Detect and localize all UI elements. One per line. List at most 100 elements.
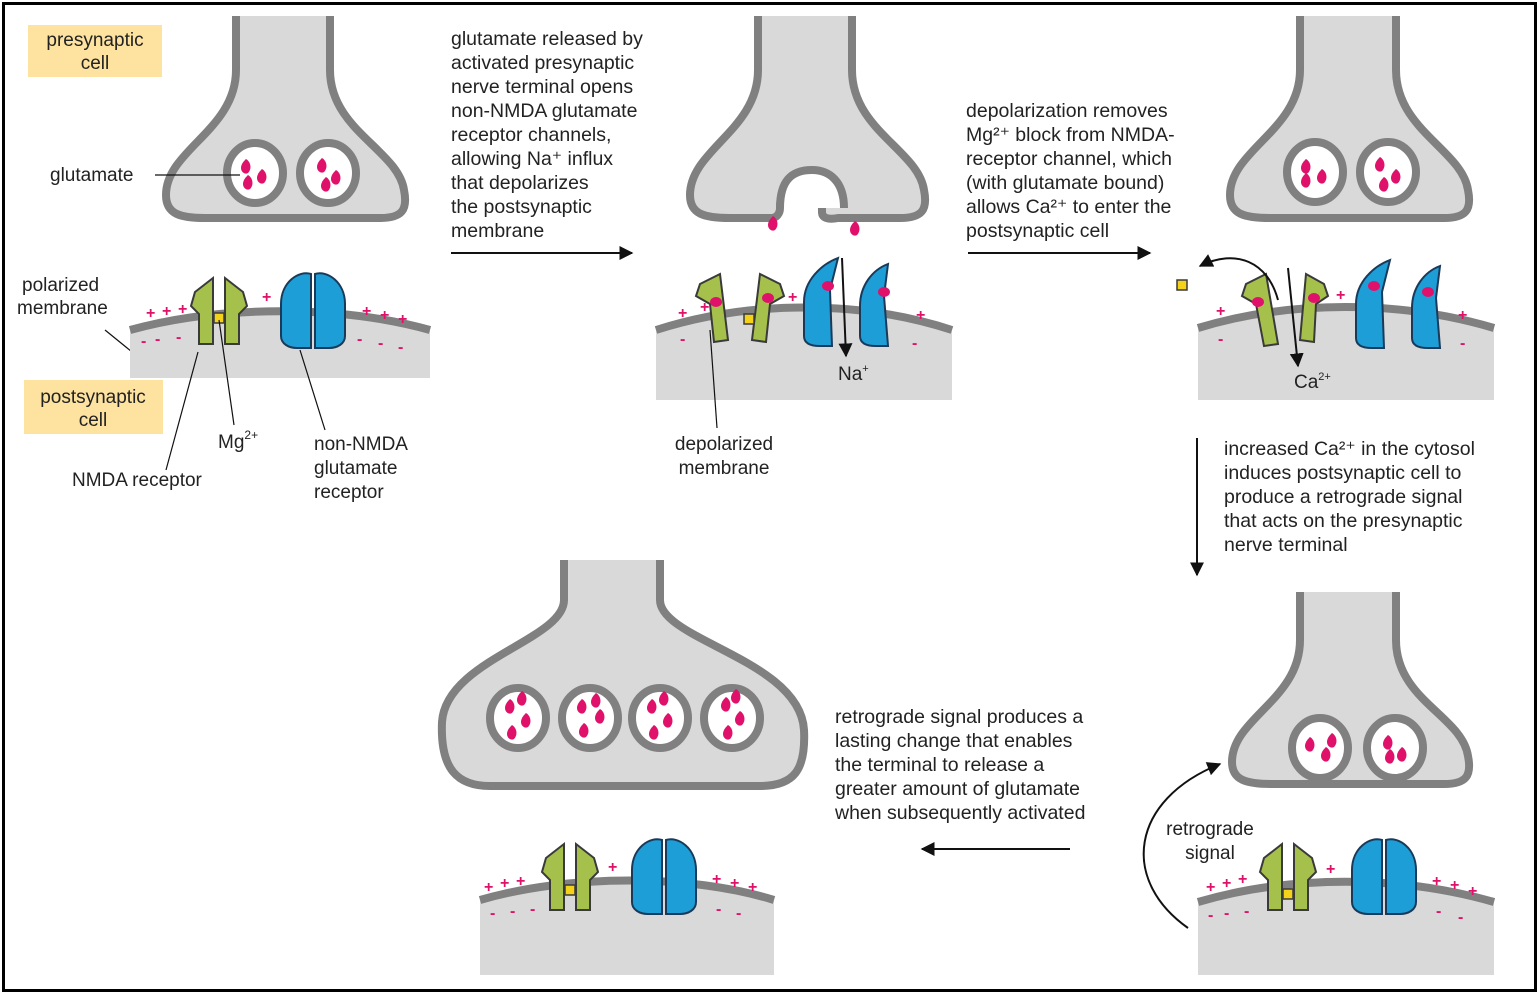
svg-text:-: - — [1460, 335, 1465, 352]
svg-text:when subsequently activated: when subsequently activated — [834, 802, 1085, 824]
svg-text:-: - — [1208, 907, 1213, 924]
svg-text:+: + — [484, 879, 493, 896]
svg-text:+: + — [1336, 287, 1345, 304]
svg-text:+: + — [712, 871, 721, 888]
panel-5-potentiated: ++++ +++ --- -- — [437, 560, 809, 975]
non-nmda-label-1: non-NMDA — [314, 434, 408, 455]
postsynaptic-label-line1: postsynaptic — [40, 387, 146, 408]
svg-text:activated presynaptic: activated presynaptic — [451, 52, 634, 74]
svg-text:+: + — [398, 311, 407, 328]
svg-text:+: + — [516, 873, 525, 890]
svg-text:-: - — [912, 335, 917, 352]
synaptic-vesicle — [300, 143, 356, 203]
svg-text:-: - — [680, 331, 685, 348]
svg-text:-: - — [1436, 903, 1441, 920]
svg-text:+: + — [1450, 877, 1459, 894]
svg-text:produce a retrograde signal: produce a retrograde signal — [1224, 486, 1463, 508]
enlarged-presynaptic-terminal — [437, 560, 809, 790]
svg-text:(with glutamate bound): (with glutamate bound) — [966, 172, 1164, 194]
svg-text:+: + — [608, 859, 617, 876]
depolarized-label-1: depolarized — [675, 434, 773, 455]
svg-text:+: + — [678, 305, 687, 322]
svg-text:+: + — [1222, 875, 1231, 892]
polarized-membrane-label-1: polarized — [22, 275, 99, 296]
svg-text:-: - — [155, 331, 160, 348]
svg-text:depolarization removes: depolarization removes — [966, 100, 1168, 122]
svg-text:membrane: membrane — [451, 220, 544, 242]
svg-text:-: - — [1218, 331, 1223, 348]
ca-influx-arrow — [1287, 267, 1304, 368]
nmda-receptor-open — [1240, 272, 1330, 348]
non-nmda-label-3: receptor — [314, 482, 384, 503]
nmda-receptor-label: NMDA receptor — [72, 470, 203, 491]
presynaptic-label-line1: presynaptic — [46, 30, 143, 51]
svg-text:-: - — [1224, 905, 1229, 922]
svg-text:receptor channel, which: receptor channel, which — [966, 148, 1172, 170]
svg-text:-: - — [398, 339, 403, 356]
na-influx-arrow — [838, 257, 853, 358]
svg-text:glutamate released by: glutamate released by — [451, 28, 643, 50]
svg-text:retrograde signal produces a: retrograde signal produces a — [835, 706, 1083, 728]
svg-text:nerve terminal: nerve terminal — [1224, 534, 1348, 556]
svg-text:+: + — [178, 301, 187, 318]
svg-text:+: + — [1468, 883, 1477, 900]
svg-text:-: - — [490, 905, 495, 922]
svg-text:-: - — [357, 331, 362, 348]
svg-text:+: + — [162, 303, 171, 320]
svg-text:-: - — [736, 905, 741, 922]
svg-text:lasting change that enables: lasting change that enables — [835, 730, 1073, 752]
retrograde-signal-arrow — [1142, 762, 1222, 929]
svg-text:+: + — [1326, 861, 1335, 878]
svg-text:+: + — [500, 875, 509, 892]
mg-removal-arrow — [1198, 254, 1279, 301]
svg-text:+: + — [788, 289, 797, 306]
svg-text:+: + — [700, 299, 709, 316]
svg-text:postsynaptic cell: postsynaptic cell — [966, 220, 1109, 242]
ca-label: Ca2+ — [1294, 371, 1331, 393]
svg-text:-: - — [378, 335, 383, 352]
svg-text:allows Ca²⁺ to enter the: allows Ca²⁺ to enter the — [966, 196, 1171, 218]
panel-4-retrograde: ++++ +++ --- -- retrograde signal — [1142, 592, 1496, 975]
mg-label: Mg2+ — [218, 428, 258, 453]
svg-text:+: + — [1458, 307, 1467, 324]
svg-text:-: - — [510, 903, 515, 920]
svg-text:the postsynaptic: the postsynaptic — [451, 196, 592, 218]
svg-text:-: - — [176, 329, 181, 346]
presynaptic-terminal — [1225, 16, 1474, 222]
svg-text:+: + — [1206, 879, 1215, 896]
presynaptic-label-line2: cell — [81, 53, 110, 74]
svg-text:induces postsynaptic cell to: induces postsynaptic cell to — [1224, 462, 1462, 484]
caption-step-1: glutamate released by activated presynap… — [451, 28, 643, 242]
svg-text:greater amount of glutamate: greater amount of glutamate — [835, 778, 1080, 800]
panel-1-resting: presynaptic cell glutamate polarized mem… — [17, 16, 432, 503]
retrograde-label-1: retrograde — [1166, 819, 1254, 840]
non-nmda-receptor-open — [803, 256, 890, 347]
panel-2-depolarization: Na+ ++++ -- depolarized membrane — [654, 16, 954, 479]
svg-text:that depolarizes: that depolarizes — [451, 172, 589, 194]
svg-text:+: + — [262, 289, 271, 306]
svg-text:-: - — [141, 333, 146, 350]
presynaptic-terminal — [161, 16, 410, 222]
svg-text:allowing Na⁺ influx: allowing Na⁺ influx — [451, 148, 613, 170]
svg-text:the terminal to release a: the terminal to release a — [835, 754, 1044, 776]
svg-text:nerve terminal opens: nerve terminal opens — [451, 76, 633, 98]
caption-step-2: depolarization removes Mg²⁺ block from N… — [966, 100, 1175, 242]
membrane-charges: +++ ++++ --- --- — [141, 289, 407, 356]
svg-text:non-NMDA glutamate: non-NMDA glutamate — [451, 100, 637, 122]
svg-text:+: + — [1216, 303, 1225, 320]
svg-text:+: + — [730, 875, 739, 892]
svg-text:increased Ca²⁺ in the cytosol: increased Ca²⁺ in the cytosol — [1224, 438, 1475, 460]
svg-text:Mg²⁺ block from NMDA-: Mg²⁺ block from NMDA- — [966, 124, 1175, 146]
nmda-receptor-bound — [694, 272, 786, 344]
glutamate-label: glutamate — [50, 165, 133, 186]
svg-text:+: + — [362, 303, 371, 320]
svg-text:+: + — [146, 305, 155, 322]
svg-text:-: - — [1244, 903, 1249, 920]
svg-text:-: - — [530, 901, 535, 918]
svg-text:+: + — [1238, 871, 1247, 888]
expelled-mg-ion — [1176, 279, 1188, 291]
non-nmda-receptor-open — [1355, 258, 1442, 349]
svg-text:+: + — [916, 307, 925, 324]
depolarized-label-2: membrane — [679, 458, 770, 479]
